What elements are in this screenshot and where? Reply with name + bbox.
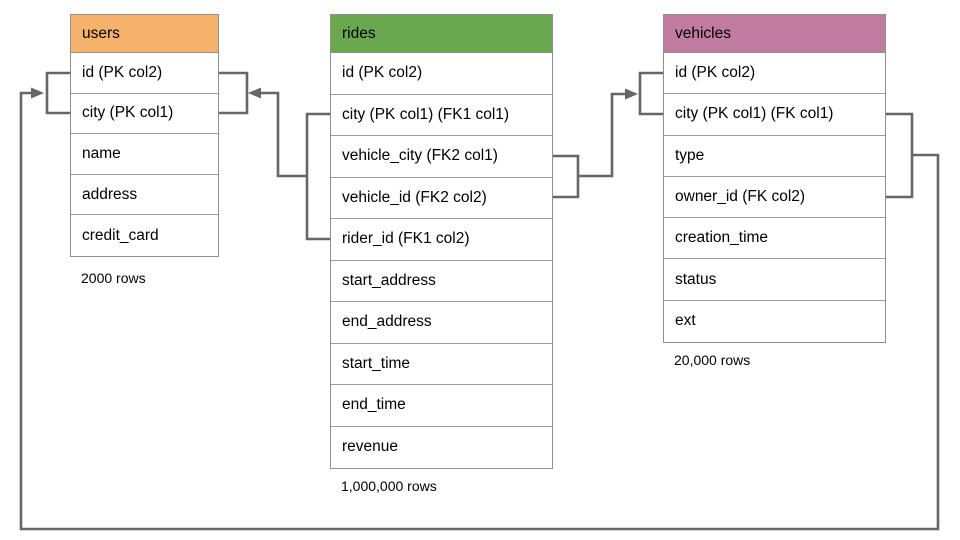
table-users: users id (PK col2) city (PK col1) name a… xyxy=(70,14,219,257)
connector-line xyxy=(578,92,633,178)
users-row-count: 2000 rows xyxy=(81,270,146,286)
users-left-bracket xyxy=(45,71,70,115)
arrowhead-icon xyxy=(248,87,261,99)
connector-rides-to-users xyxy=(219,71,330,241)
vehicles-col-status: status xyxy=(664,259,885,301)
arrowhead-icon xyxy=(625,88,638,100)
vehicles-right-bracket xyxy=(886,112,914,199)
arrowhead-icon xyxy=(31,87,44,99)
rides-col-end-time: end_time xyxy=(331,385,552,427)
users-col-address: address xyxy=(71,174,218,216)
table-rides: rides id (PK col2) city (PK col1) (FK1 c… xyxy=(330,14,553,469)
rides-left-bracket xyxy=(305,112,330,241)
rides-row-count: 1,000,000 rows xyxy=(341,478,437,494)
vehicles-col-type: type xyxy=(664,135,885,177)
rides-right-bracket xyxy=(553,154,580,199)
users-col-name: name xyxy=(71,134,218,175)
rides-col-id: id (PK col2) xyxy=(331,53,552,95)
rides-col-vehicle-id: vehicle_id (FK2 col2) xyxy=(331,177,552,219)
rides-col-start-time: start_time xyxy=(331,343,552,385)
users-col-city: city (PK col1) xyxy=(71,93,218,135)
vehicles-col-ext: ext xyxy=(664,300,885,343)
vehicles-col-creation-time: creation_time xyxy=(664,218,885,260)
rides-col-vehicle-city: vehicle_city (FK2 col1) xyxy=(331,136,552,178)
vehicles-col-id: id (PK col2) xyxy=(664,53,885,95)
users-col-credit-card: credit_card xyxy=(71,215,218,256)
users-col-id: id (PK col2) xyxy=(71,53,218,94)
vehicles-left-bracket xyxy=(638,71,663,116)
rides-col-city: city (PK col1) (FK1 col1) xyxy=(331,94,552,136)
table-vehicles: vehicles id (PK col2) city (PK col1) (FK… xyxy=(663,14,886,344)
vehicles-col-owner-id: owner_id (FK col2) xyxy=(664,176,885,219)
connector-line xyxy=(252,91,307,178)
table-users-header: users xyxy=(71,15,218,53)
rides-col-end-address: end_address xyxy=(331,302,552,344)
table-rides-header: rides xyxy=(331,15,552,53)
vehicles-col-city: city (PK col1) (FK col1) xyxy=(664,94,885,136)
vehicles-row-count: 20,000 rows xyxy=(674,352,751,368)
rides-col-rider-id: rider_id (FK1 col2) xyxy=(331,219,552,261)
table-vehicles-header: vehicles xyxy=(664,15,885,53)
rides-col-revenue: revenue xyxy=(331,426,552,468)
rides-col-start-address: start_address xyxy=(331,260,552,302)
users-right-bracket xyxy=(219,71,249,115)
connector-rides-to-vehicles xyxy=(553,71,663,199)
